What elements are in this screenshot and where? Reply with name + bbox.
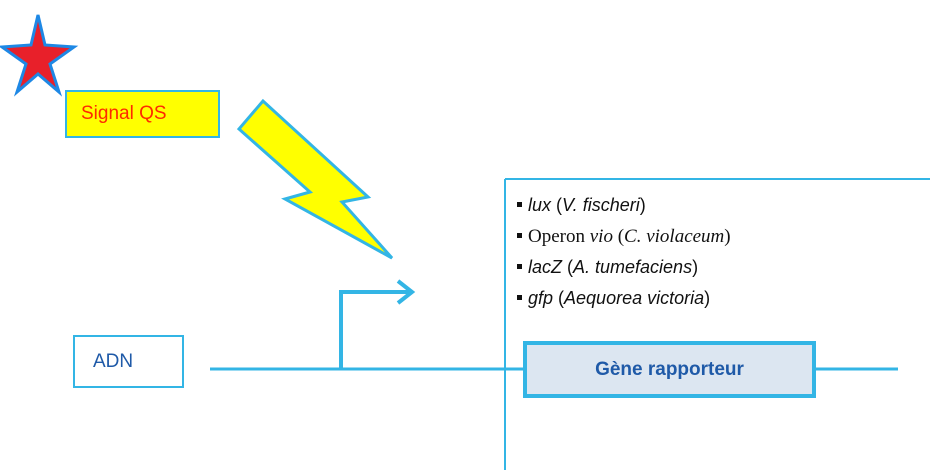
promoter-arrow-icon [339,279,416,369]
bullet-icon [517,201,522,207]
list-item-lux: lux (V. fischeri) [517,190,731,221]
list-item-lacz: lacZ (A. tumefaciens) [517,252,731,283]
reporter-gene-list: lux (V. fischeri) Operon vio (C. violace… [517,190,731,314]
signal-qs-label: Signal QS [65,90,220,138]
star-icon [0,14,79,97]
list-item-gfp: gfp (Aequorea victoria) [517,283,731,314]
bullet-icon [517,263,522,269]
bullet-icon [517,294,522,300]
bullet-icon [517,232,522,238]
reporter-gene-box: Gène rapporteur [523,341,816,398]
lightning-bolt-icon [236,98,394,260]
dna-label: ADN [73,335,184,388]
list-item-vio: Operon vio (C. violaceum) [517,221,731,252]
gene-list-panel [504,178,930,470]
